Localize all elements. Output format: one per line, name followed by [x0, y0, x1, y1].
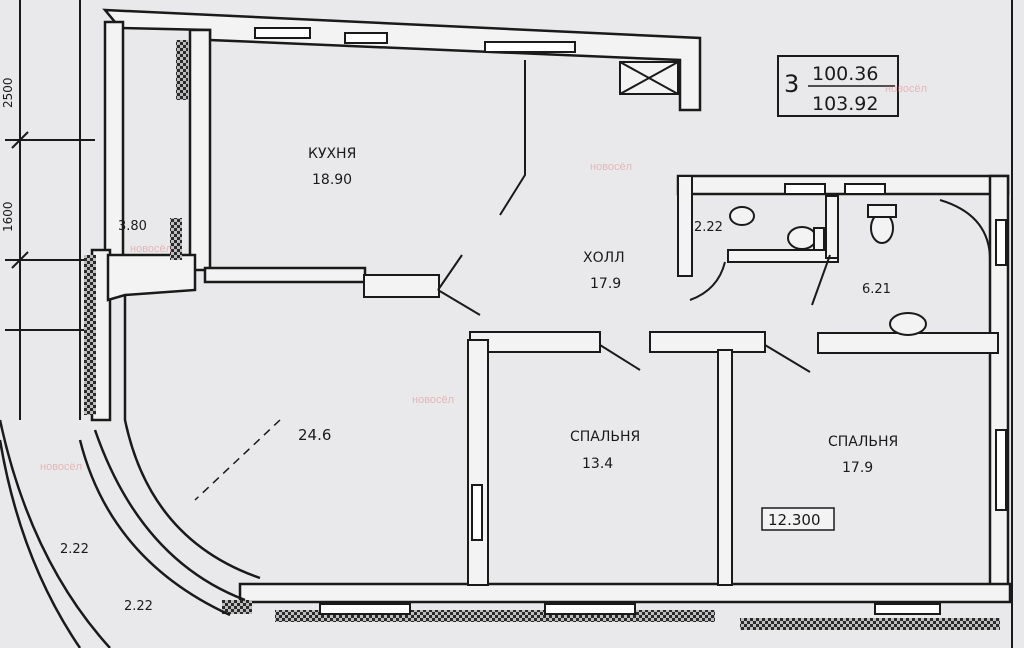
- balcony-bottom-area: 2.22: [124, 599, 153, 614]
- total-area: 103.92: [812, 93, 878, 115]
- bedroom1-name: СПАЛЬНЯ: [570, 429, 640, 445]
- outer-walls: [90, 8, 1012, 604]
- watermarks: новосёл новосёл новосёл новосёл новосёл: [40, 83, 927, 473]
- windows: [254, 27, 1007, 615]
- svg-text:новосёл: новосёл: [885, 83, 927, 95]
- room-labels: КУХНЯ 18.90 ХОЛЛ 17.9 24.6 СПАЛЬНЯ 13.4 …: [60, 146, 898, 614]
- bath-small-area: 2.22: [694, 220, 723, 235]
- svg-text:новосёл: новосёл: [130, 243, 172, 255]
- bedroom2-name: СПАЛЬНЯ: [828, 434, 898, 450]
- living-curved-wall: [123, 295, 261, 580]
- hall-area: 17.9: [590, 276, 621, 292]
- bedroom2-area: 17.9: [842, 460, 873, 476]
- bath-large-area: 6.21: [862, 282, 891, 297]
- living-area-label: 24.6: [298, 426, 331, 444]
- living-diagonal: [194, 419, 281, 501]
- area-summary: 3 100.36 103.92: [777, 55, 899, 117]
- toilet-icon: [787, 226, 817, 250]
- balcony-left-area: 2.22: [60, 542, 89, 557]
- dimension-1600: 1600: [1, 201, 15, 232]
- svg-text:новосёл: новосёл: [40, 461, 82, 473]
- svg-text:12.300: 12.300: [768, 511, 821, 529]
- interior-walls: [363, 175, 999, 586]
- kitchen-area: 18.90: [312, 172, 352, 188]
- elevation-mark: 12.300: [761, 507, 835, 531]
- svg-text:новосёл: новосёл: [590, 161, 632, 173]
- sink-icon-2: [889, 312, 927, 336]
- doors: [437, 60, 991, 373]
- balcony-top-area: 3.80: [118, 219, 147, 234]
- living-area: 100.36: [812, 63, 878, 85]
- hall-name: ХОЛЛ: [583, 250, 625, 266]
- svg-text:новосёл: новосёл: [412, 394, 454, 406]
- dimension-2500: 2500: [1, 77, 15, 108]
- rooms-count: 3: [784, 70, 799, 98]
- sink-icon: [729, 206, 755, 226]
- balcony-curve: [0, 419, 246, 648]
- fixtures: [619, 61, 927, 336]
- bedroom1-area: 13.4: [582, 456, 613, 472]
- kitchen-name: КУХНЯ: [308, 146, 356, 162]
- dimension-strip: [5, 0, 95, 420]
